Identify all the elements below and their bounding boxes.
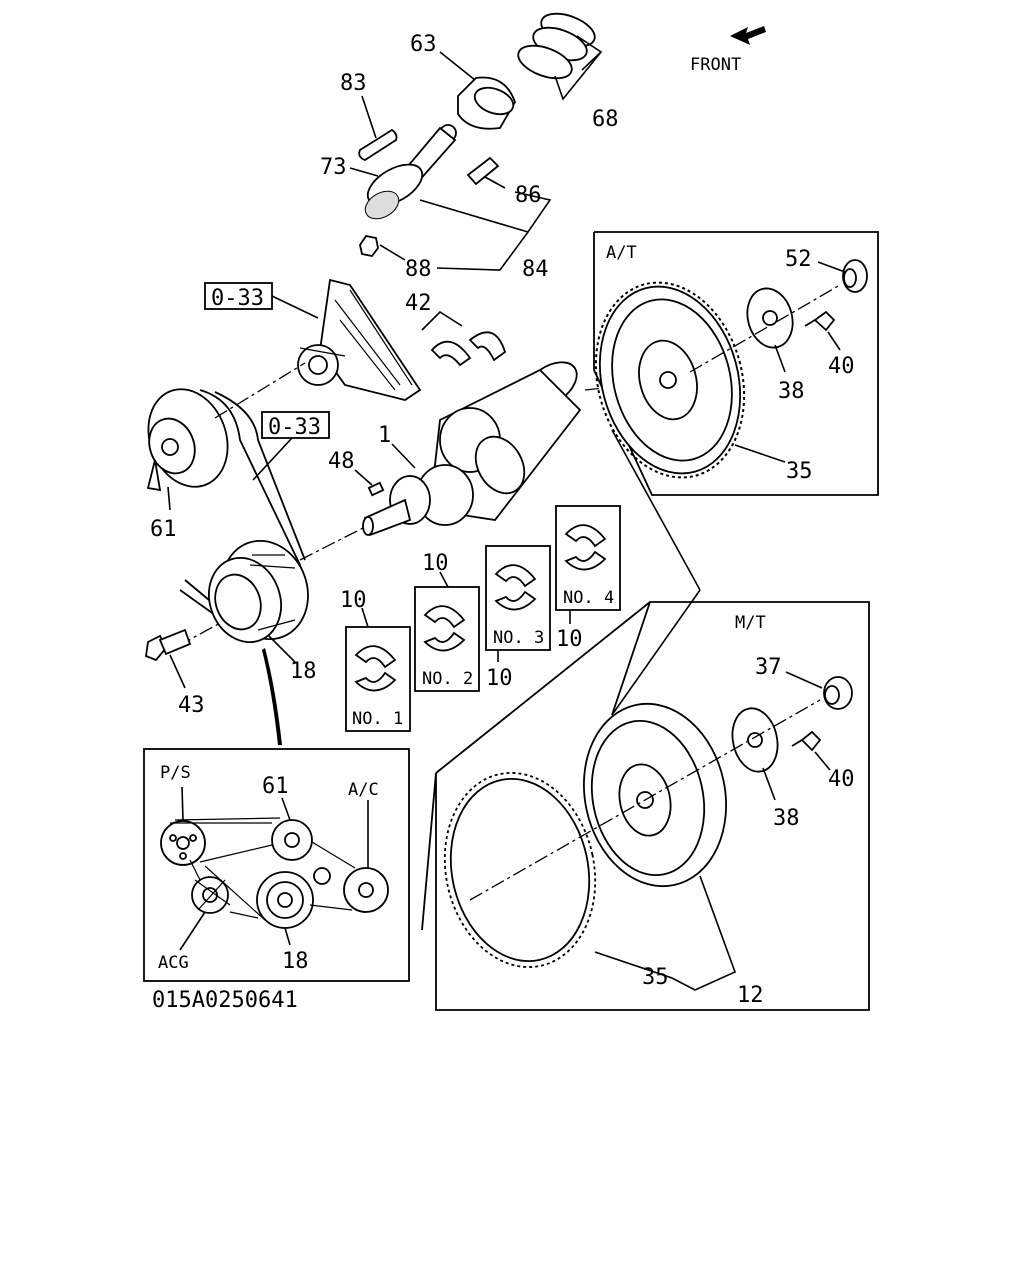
piston-callout: 63 (410, 32, 437, 57)
pulley-bolt-callout: 43 (178, 693, 205, 718)
belt-idler-label: 61 (262, 774, 289, 799)
piston (439, 76, 516, 142)
key-callout: 48 (328, 449, 355, 474)
damper-pulley (177, 539, 309, 647)
bearing-no2-label: NO. 2 (422, 669, 473, 689)
at-pilot-bearing-callout: 52 (785, 247, 812, 272)
at-plate-callout: 38 (778, 379, 805, 404)
at-panel: A/T (593, 231, 879, 716)
mt-plate-callout: 38 (773, 806, 800, 831)
at-panel-title: A/T (606, 243, 637, 263)
thrust-washers (421, 310, 507, 367)
idler-pulley (146, 362, 306, 492)
ref-code-upper: 0-33 (211, 286, 264, 311)
connecting-rod (359, 126, 500, 257)
bearing-no1-label: NO. 1 (352, 709, 403, 729)
at-flywheel-callout: 35 (786, 459, 813, 484)
belt-detail-pointer (262, 648, 282, 745)
ref-code-lower: 0-33 (268, 415, 321, 440)
mt-flywheel-assy-callout: 12 (737, 983, 764, 1008)
bearing-no3-callout: 10 (486, 666, 513, 691)
ref-box-upper: 0-33 (204, 282, 319, 319)
belt-damper-label: 18 (282, 949, 309, 974)
bearing-no3: NO. 3 (485, 545, 551, 662)
rod-assy-callout: 84 (522, 257, 549, 282)
belt-acg-label: ACG (158, 953, 189, 973)
piston-leaders (349, 35, 603, 271)
piston-pin-callout: 83 (340, 71, 367, 96)
bearing-no2: NO. 2 (414, 571, 480, 692)
front-label: FRONT (690, 55, 741, 75)
bearing-no1: NO. 1 (345, 607, 411, 732)
connecting-rod-callout: 73 (320, 155, 347, 180)
bearing-no4-callout: 10 (556, 627, 583, 652)
at-ring-gear-teeth (594, 281, 746, 479)
front-arrow-icon (730, 26, 766, 45)
piston-rings (517, 12, 596, 80)
crankshaft (299, 361, 661, 561)
mt-bolt-callout: 40 (828, 767, 855, 792)
belt-ps-label: P/S (160, 763, 191, 783)
bearing-no4-label: NO. 4 (563, 588, 614, 608)
damper-pulley-callout: 18 (290, 659, 317, 684)
belt-ac-label: A/C (348, 780, 379, 800)
idler-pulley-leader (167, 486, 171, 511)
bearing-no3-label: NO. 3 (493, 628, 544, 648)
piston-pin (358, 128, 398, 162)
mt-ring-gear-callout: 35 (642, 965, 669, 990)
mt-panel: M/T (421, 601, 870, 1011)
mt-pilot-bearing-callout: 37 (755, 655, 782, 680)
bearing-no2-callout: 10 (422, 551, 449, 576)
at-bolt-callout: 40 (828, 354, 855, 379)
crankshaft-leader (391, 443, 416, 469)
bearing-no4: NO. 4 (555, 505, 621, 624)
front-direction-indicator: FRONT (690, 26, 766, 75)
piston-rings-callout: 68 (592, 107, 619, 132)
mt-panel-title: M/T (735, 613, 766, 633)
idler-bracket (297, 278, 422, 401)
idler-pulley-callout: 61 (150, 517, 177, 542)
pulley-bolt (145, 628, 192, 689)
bearing-no1-callout: 10 (340, 588, 367, 613)
crankshaft-callout: 1 (378, 423, 391, 448)
damper-pulley-leader (267, 634, 296, 663)
figure-code: 015A0250641 (152, 988, 298, 1013)
rod-bolt-callout: 86 (515, 183, 542, 208)
rod-nut-callout: 88 (405, 257, 432, 282)
key (354, 469, 385, 497)
thrust-washer-callout: 42 (405, 291, 432, 316)
ref-box-lower: 0-33 (252, 411, 330, 481)
belt-routing-panel: P/S 61 A/C ACG 18 (143, 748, 410, 982)
